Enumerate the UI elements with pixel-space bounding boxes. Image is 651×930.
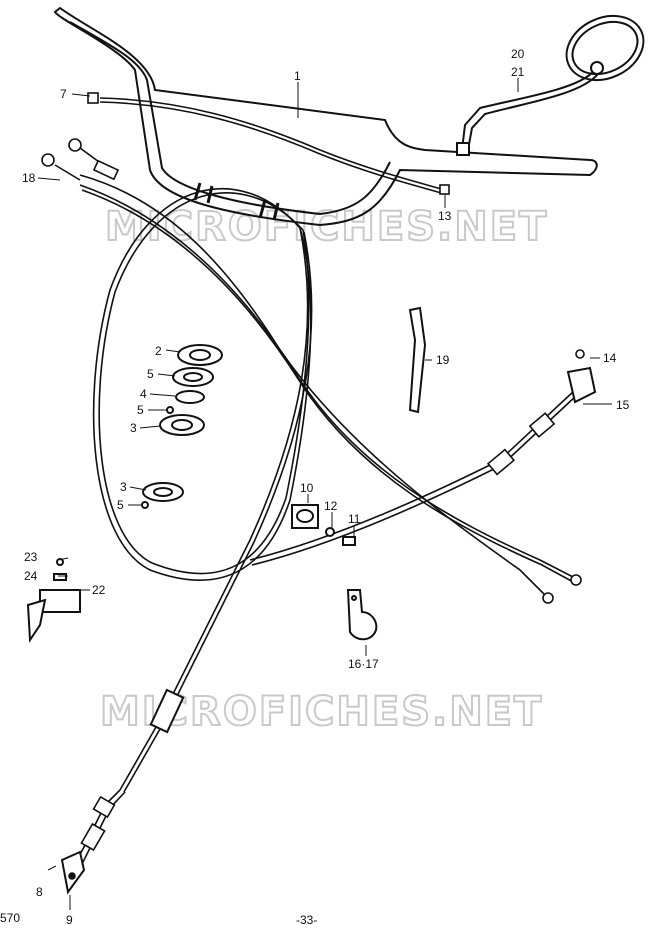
clutch-cable [60,227,313,895]
callout-20: 20 [511,47,525,61]
callout-3a: 3 [130,421,137,435]
strap [408,306,427,414]
callout-13: 13 [438,209,452,223]
leader-lines [37,78,612,910]
callout-5c: 5 [117,498,124,512]
seal-stack [141,344,223,509]
page-ref: 570 [0,911,20,925]
brake-cable [87,92,450,195]
callout-11: 11 [348,512,361,526]
callout-5b: 5 [137,403,144,417]
callout-24: 24 [24,569,38,583]
callout-8: 8 [36,885,43,899]
callout-10: 10 [300,481,314,495]
handlebar [53,6,598,227]
callout-15: 15 [616,398,630,412]
callout-22: 22 [92,583,106,597]
page-number: -33- [296,913,317,927]
ignition-switch [26,558,81,644]
callout-3b: 3 [120,480,127,494]
callout-1: 1 [294,69,301,83]
callout-7: 7 [60,87,67,101]
callout-12: 12 [324,499,338,513]
cable-clamp [291,504,356,546]
mirror [456,14,645,156]
callout-21: 21 [511,65,525,79]
callout-9: 9 [66,913,73,927]
callout-16-17: 16·17 [348,657,379,671]
callout-19: 19 [436,353,450,367]
callout-18: 18 [22,171,36,185]
long-cables [41,138,582,604]
callout-4: 4 [140,387,147,401]
callout-23: 23 [24,550,38,564]
bracket-clamp [346,589,378,641]
callout-14: 14 [603,351,617,365]
callout-2: 2 [155,344,162,358]
callout-5a: 5 [147,367,154,381]
choke-cable [249,349,597,566]
